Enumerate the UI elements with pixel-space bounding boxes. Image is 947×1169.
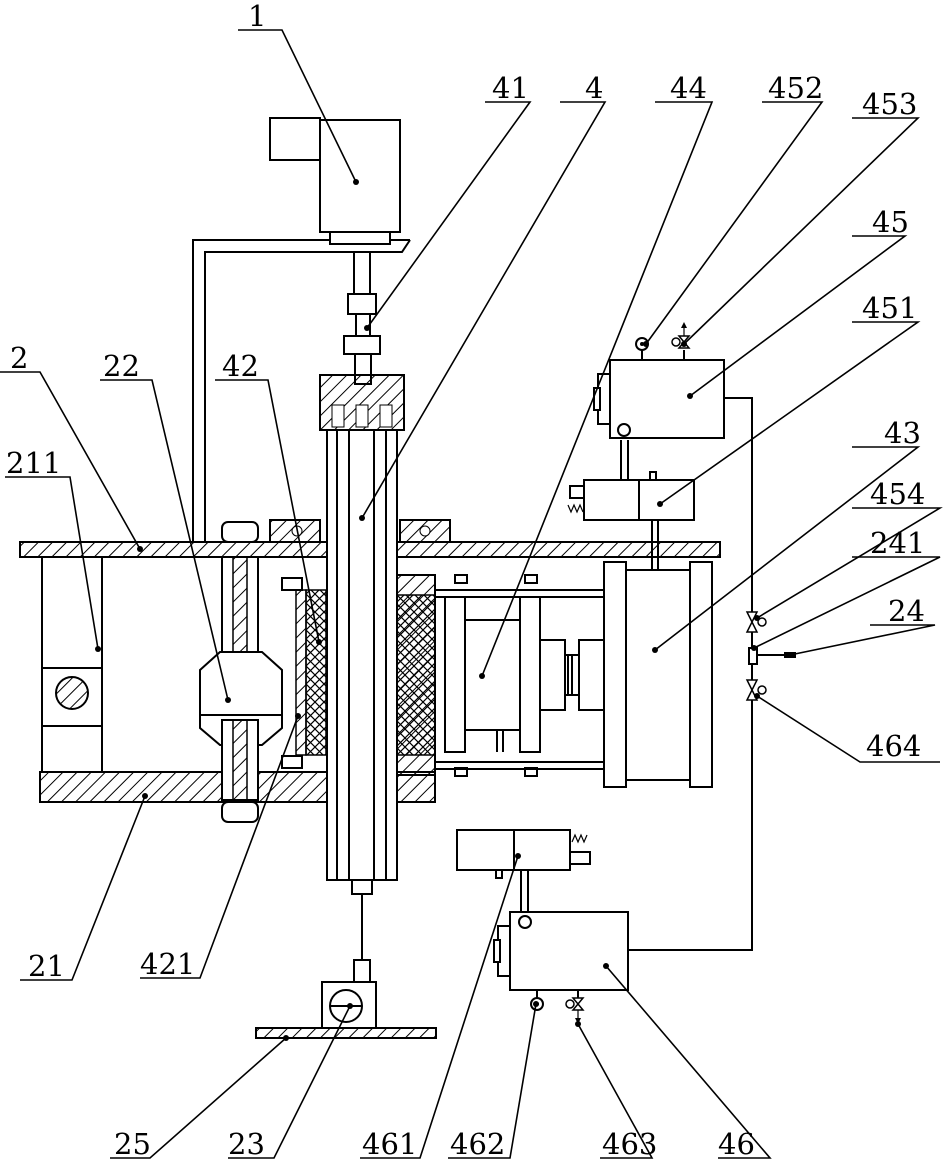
label-211: 211 bbox=[6, 446, 61, 480]
coupling bbox=[348, 294, 376, 314]
heater-core bbox=[306, 590, 326, 755]
label-462: 462 bbox=[450, 1127, 505, 1161]
filter-mesh bbox=[397, 595, 435, 755]
leader-lines bbox=[0, 30, 940, 1158]
label-21: 21 bbox=[28, 949, 65, 983]
label-454: 454 bbox=[870, 477, 925, 511]
label-41: 41 bbox=[492, 71, 529, 105]
heater-plate bbox=[296, 590, 306, 755]
label-44: 44 bbox=[670, 71, 707, 105]
label-241: 241 bbox=[870, 526, 925, 560]
label-461: 461 bbox=[362, 1127, 417, 1161]
label-464: 464 bbox=[866, 729, 921, 763]
label-42: 42 bbox=[222, 349, 259, 383]
label-451: 451 bbox=[862, 291, 917, 325]
mold-half bbox=[465, 620, 520, 730]
label-452: 452 bbox=[768, 71, 823, 105]
label-4: 4 bbox=[585, 71, 603, 105]
label-22: 22 bbox=[103, 349, 140, 383]
label-463: 463 bbox=[602, 1127, 657, 1161]
label-25: 25 bbox=[114, 1127, 151, 1161]
label-45: 45 bbox=[872, 205, 909, 239]
label-453: 453 bbox=[862, 87, 917, 121]
motor bbox=[320, 120, 400, 232]
press-unit bbox=[626, 570, 690, 780]
label-24: 24 bbox=[888, 594, 925, 628]
label-2: 2 bbox=[10, 341, 28, 375]
label-1: 1 bbox=[248, 0, 266, 33]
label-23: 23 bbox=[228, 1127, 265, 1161]
motor-terminal bbox=[270, 118, 320, 160]
label-46: 46 bbox=[718, 1127, 755, 1161]
pipe-section bbox=[56, 677, 88, 709]
label-43: 43 bbox=[884, 416, 921, 450]
label-421: 421 bbox=[140, 947, 195, 981]
valve-454 bbox=[747, 612, 757, 632]
base-plate bbox=[256, 1028, 436, 1038]
